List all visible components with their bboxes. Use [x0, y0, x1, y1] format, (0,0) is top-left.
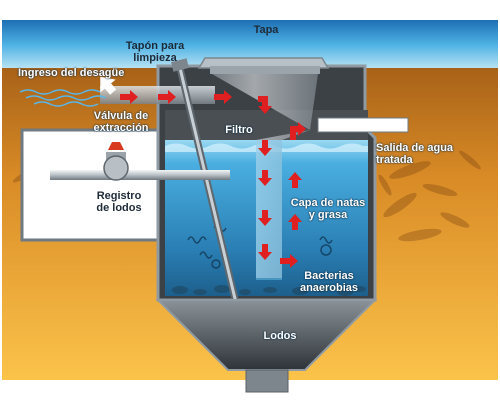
red-arrow-icon	[258, 140, 272, 156]
valve-body	[103, 155, 129, 181]
label-ingreso: Ingreso del desagüe	[18, 67, 125, 79]
label-bacterias: Bacterias anaerobias	[299, 270, 359, 294]
label-tapon: Tapón para limpieza	[125, 40, 185, 64]
red-arrow-icon	[258, 244, 272, 260]
label-registro: Registro de lodos	[96, 190, 142, 214]
outlet-pipe	[317, 117, 409, 133]
red-arrow-icon	[288, 214, 302, 230]
sludge-registry-box	[20, 128, 164, 242]
label-salida: Salida de agua tratada	[376, 142, 454, 166]
flow-arrows	[120, 90, 306, 268]
label-lodos: Lodos	[263, 330, 297, 342]
cleaning-plug	[171, 58, 189, 72]
arrow-icon	[100, 76, 117, 95]
label-valvula: Válvula de extracción	[93, 110, 149, 134]
red-arrow-icon	[280, 254, 298, 268]
inlet-pipe	[100, 86, 215, 104]
red-arrow-icon	[214, 90, 232, 104]
red-arrow-icon	[120, 90, 138, 104]
sludge-funnel-outlet	[245, 369, 289, 393]
red-arrow-icon	[258, 96, 272, 114]
filter-column	[256, 140, 282, 280]
label-capa: Capa de natas y grasa	[290, 197, 366, 221]
label-tapa: Tapa	[253, 24, 279, 36]
red-arrow-icon	[258, 210, 272, 226]
red-arrow-icon	[158, 90, 176, 104]
extraction-pipe	[50, 170, 230, 180]
inflow-waves	[19, 89, 107, 107]
sludge-funnel	[155, 299, 378, 371]
valve-icon	[108, 142, 124, 150]
tank-cover-lid	[197, 57, 330, 69]
red-arrow-icon	[288, 172, 302, 188]
tank-cover-rim	[210, 66, 320, 74]
label-filtro: Filtro	[225, 124, 253, 136]
red-arrow-icon	[258, 170, 272, 186]
red-arrow-icon	[290, 122, 306, 140]
sludge-speckles	[172, 285, 366, 296]
